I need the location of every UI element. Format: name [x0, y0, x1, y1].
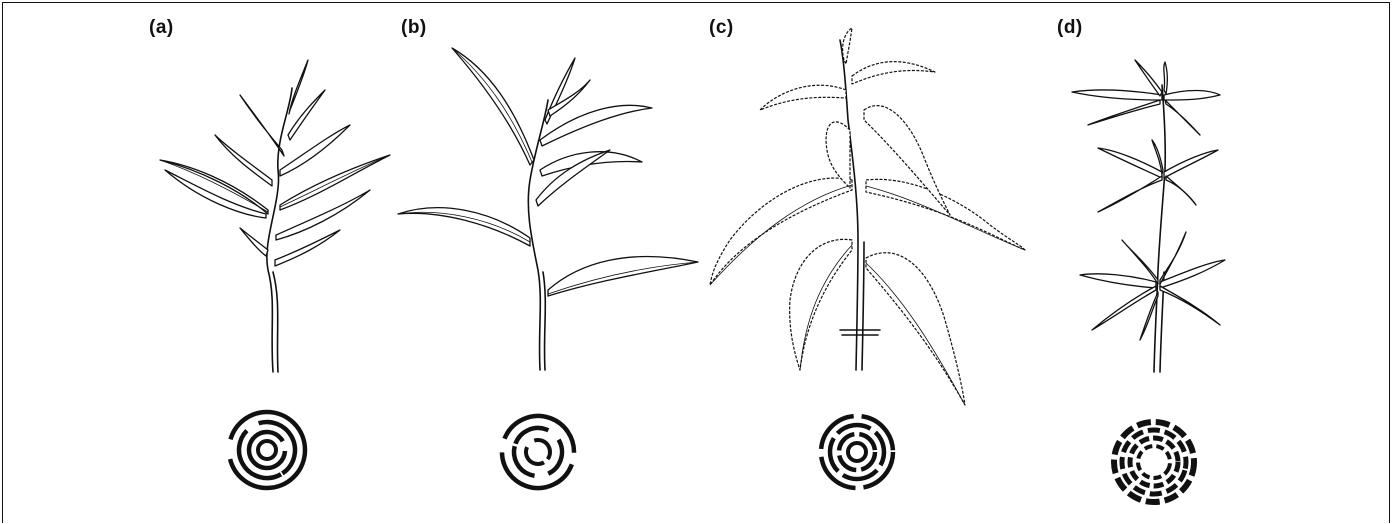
plant-illustration-b [398, 48, 698, 370]
phyllotaxis-diagram-b [492, 406, 584, 498]
plant-illustration-a [160, 60, 390, 372]
plant-illustration-c [710, 28, 1025, 405]
plant-illustration-d [1072, 60, 1225, 372]
phyllotaxis-diagram-a [229, 412, 305, 488]
phyllotaxis-diagram-d [1114, 422, 1194, 502]
phyllotaxis-diagram-c [819, 414, 895, 490]
